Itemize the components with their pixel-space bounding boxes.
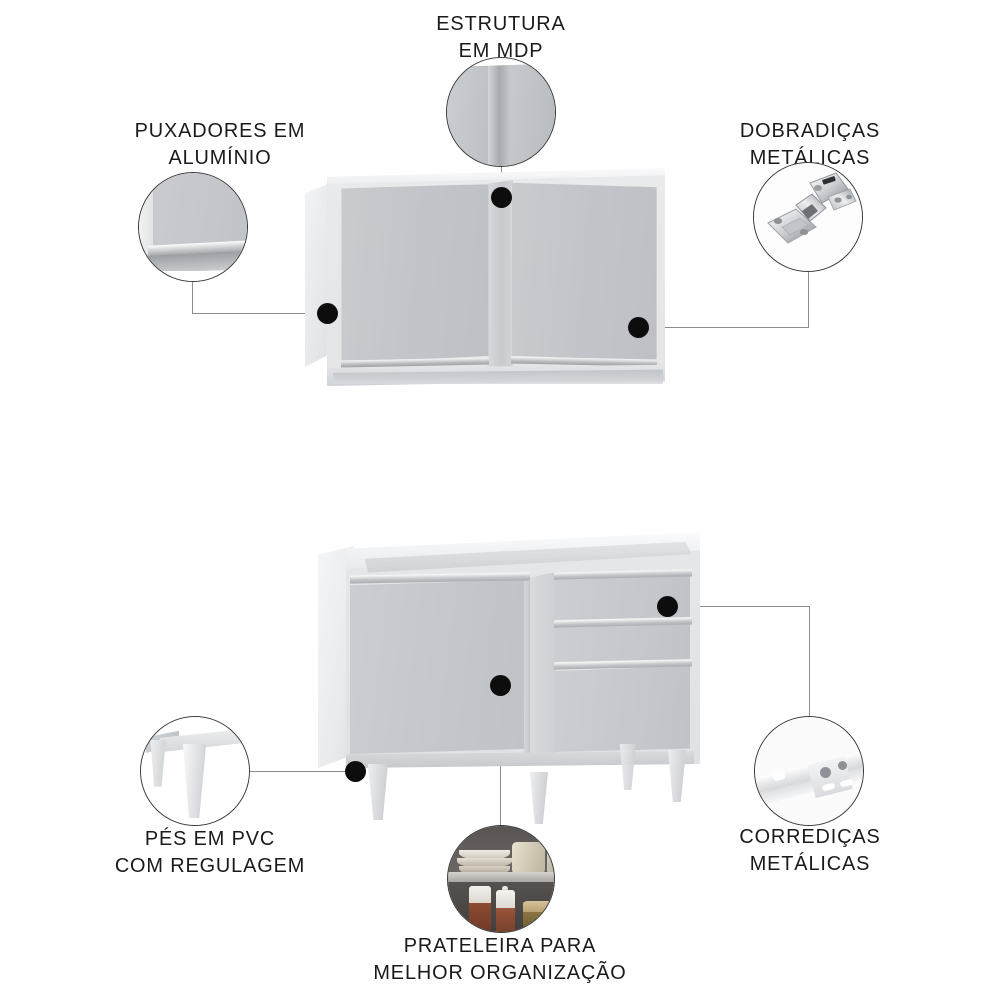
callout-label-corredicas: CORREDIÇAS METÁLICAS [739,825,881,875]
callout-dot-corredicas[interactable] [657,596,678,617]
callout-label-estrutura: ESTRUTURA EM MDP [436,12,566,62]
callout-label-prateleira: PRATELEIRA PARA MELHOR ORGANIZAÇÃO [373,934,627,984]
detail-bubble-dobradicas [753,162,863,272]
connector-puxadores-horizontal [192,313,328,314]
upper-cabinet-bottom-face [333,369,663,384]
upper-cabinet-center-gap [487,180,513,370]
connector-corredicas-horizontal [667,606,810,607]
detail-bubble-estrutura [446,57,556,167]
connector-puxadores-vertical [192,273,193,314]
callout-dot-estrutura[interactable] [491,187,512,208]
pvc-leg-detail-icon [141,717,249,825]
connector-pes-horizontal [248,771,356,772]
upper-wall-cabinet [305,168,665,393]
mdp-structure-detail-icon [447,58,555,166]
lower-cabinet-leg-front-right [668,750,686,802]
callout-label-puxadores: PUXADORES EM ALUMÍNIO [134,119,306,169]
lower-cabinet-leg-back-right [619,744,636,790]
lower-cabinet-door-edge [524,579,532,756]
aluminum-handle-detail-icon [139,173,247,281]
connector-dobradicas-horizontal [639,327,809,328]
lower-cabinet-door [350,580,528,754]
connector-dobradicas-vertical [808,272,809,328]
upper-cabinet-left-door [341,184,489,363]
callout-dot-dobradicas[interactable] [628,317,649,338]
callout-label-pes: PÉS EM PVC COM REGULAGEM [114,827,306,877]
lower-cabinet-drawer-2 [554,624,690,662]
detail-bubble-pes [140,716,250,826]
detail-bubble-prateleira [447,825,555,933]
lower-cabinet-leg-front-center [530,772,548,824]
lower-cabinet-center-gap [530,572,556,760]
connector-corredicas-vertical [809,606,810,716]
detail-bubble-corredicas [754,716,864,826]
lower-cabinet-drawer-3 [554,666,690,752]
metal-hinge-detail-icon [754,163,862,271]
lower-cabinet-leg-front-left [367,764,388,820]
callout-dot-prateleira[interactable] [490,675,511,696]
shelf-organization-detail-icon [448,826,554,932]
lower-cabinet-bottom-panel [346,751,694,768]
metal-drawer-slide-detail-icon [755,717,863,825]
detail-bubble-puxadores [138,172,248,282]
callout-dot-puxadores[interactable] [317,303,338,324]
lower-sink-base-cabinet [318,532,700,824]
callout-dot-pes[interactable] [345,761,366,782]
